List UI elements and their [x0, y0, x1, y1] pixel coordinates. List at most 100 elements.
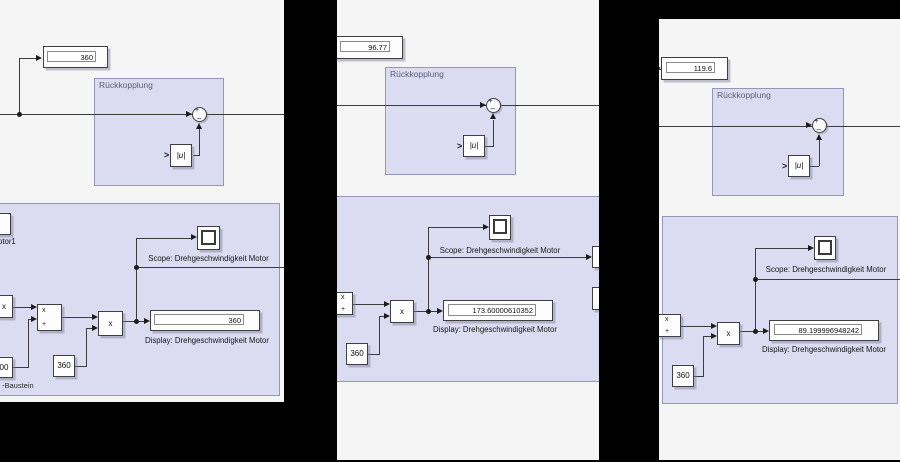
signal-wire[interactable]: [485, 145, 493, 147]
partial-block-right-bottom[interactable]: [592, 287, 599, 310]
signal-wire[interactable]: [754, 278, 900, 280]
abs-block[interactable]: |u| >: [457, 135, 485, 157]
signal-wire[interactable]: [353, 304, 384, 306]
scope-label: Scope: Drehgeschwindigkeit Motor: [148, 254, 269, 263]
constant-360-block[interactable]: 360: [672, 365, 694, 387]
signal-wire[interactable]: [703, 336, 711, 338]
sum-xplus-block[interactable]: x +: [337, 292, 353, 315]
scope-block[interactable]: [197, 226, 220, 250]
sum-xplus-block[interactable]: x +: [37, 304, 62, 331]
display-value-field: 96.77: [340, 41, 390, 52]
sum-plus-sign: +: [814, 118, 819, 125]
arrowhead-icon: [585, 253, 592, 260]
edge-product-block[interactable]: x: [0, 295, 13, 318]
signal-wire[interactable]: [28, 319, 30, 368]
signal-wire[interactable]: [379, 316, 381, 355]
signal-wire[interactable]: [337, 105, 599, 107]
signal-wire[interactable]: [86, 328, 93, 330]
signal-wire[interactable]: [368, 354, 380, 356]
display-block-top[interactable]: 119.6: [661, 57, 728, 80]
signal-wire[interactable]: [427, 227, 483, 229]
feedback-region[interactable]: [94, 78, 224, 186]
partial-constant-block[interactable]: 00: [0, 357, 13, 378]
signal-wire[interactable]: [75, 366, 87, 368]
sum-block[interactable]: + –: [485, 97, 501, 113]
signal-wire[interactable]: [427, 227, 429, 312]
signal-wire[interactable]: [136, 237, 138, 322]
signal-wire[interactable]: [492, 119, 494, 147]
arrowhead-icon: [186, 110, 192, 117]
signal-wire[interactable]: [13, 367, 29, 369]
signal-wire[interactable]: [754, 248, 809, 250]
signal-wire[interactable]: [136, 267, 284, 269]
scope-block[interactable]: [489, 215, 511, 240]
signal-wire[interactable]: [86, 328, 88, 367]
arrowhead-icon: [144, 317, 150, 324]
display-label: Display: Drehgeschwindigkeit Motor: [762, 345, 886, 354]
signal-wire[interactable]: [740, 331, 763, 333]
abs-block[interactable]: |u| >: [164, 144, 192, 167]
signal-wire[interactable]: [810, 165, 819, 167]
signal-wire[interactable]: [659, 125, 900, 127]
signal-wire[interactable]: [62, 317, 93, 319]
port-label-plus: +: [42, 321, 47, 328]
input-port-chevron-icon: >: [164, 150, 170, 160]
signal-wire[interactable]: [19, 58, 36, 60]
scope-label: Scope: Drehgeschwindigkeit Motor: [439, 246, 561, 255]
wire-junction: [752, 329, 758, 334]
arrowhead-icon: [437, 307, 443, 314]
constant-360-value: 360: [350, 349, 364, 359]
feedback-region[interactable]: [712, 88, 844, 196]
signal-wire[interactable]: [681, 326, 711, 328]
product-block[interactable]: x: [98, 311, 123, 336]
sum-xplus-block[interactable]: x +: [659, 314, 681, 337]
signal-wire[interactable]: [19, 58, 21, 114]
model-region[interactable]: [662, 216, 898, 404]
signal-wire[interactable]: [754, 248, 756, 331]
display-block[interactable]: 173.60000610352: [443, 300, 553, 321]
input-port-chevron-icon: >: [457, 140, 463, 151]
signal-wire[interactable]: [379, 316, 384, 318]
signal-wire[interactable]: [199, 129, 201, 156]
feedback-region[interactable]: [385, 67, 516, 175]
simulink-panel-middle: 96.77 Rückkopplung + – |u| > Scope: Dreh…: [337, 0, 599, 460]
signal-wire[interactable]: [136, 237, 191, 239]
display-block[interactable]: 89.199996948242: [769, 320, 879, 341]
constant-360-block[interactable]: 360: [346, 343, 368, 365]
constant-360-block[interactable]: 360: [53, 355, 75, 377]
arrowhead-icon: [808, 244, 814, 251]
abs-block-label: |u|: [794, 161, 804, 171]
signal-wire[interactable]: [13, 307, 32, 309]
scope-block[interactable]: [814, 236, 836, 260]
wire-junction: [17, 112, 22, 117]
partial-block-right-top[interactable]: [592, 246, 599, 268]
display-block-top[interactable]: 96.77: [337, 36, 403, 59]
sum-block[interactable]: + –: [192, 107, 207, 123]
signal-wire[interactable]: [694, 376, 704, 378]
feedback-region-label: Rückkopplung: [390, 69, 444, 79]
model-region[interactable]: [0, 203, 280, 396]
signal-wire[interactable]: [28, 319, 32, 321]
partial-constant-value: 00: [0, 362, 9, 372]
signal-wire[interactable]: [818, 140, 820, 166]
product-block[interactable]: x: [390, 300, 414, 323]
signal-wire[interactable]: [703, 336, 705, 377]
abs-block[interactable]: |u| >: [782, 155, 810, 177]
product-block[interactable]: x: [717, 322, 740, 345]
signal-wire[interactable]: [427, 257, 586, 259]
signal-wire[interactable]: [193, 155, 200, 157]
signal-wire[interactable]: [0, 114, 284, 116]
product-block-label: x: [108, 318, 113, 328]
port-label-plus: +: [665, 328, 670, 335]
scope-screen-icon: [818, 240, 832, 255]
display-block-top[interactable]: 360: [43, 46, 108, 68]
display-block[interactable]: 360: [150, 310, 260, 331]
sum-block[interactable]: + –: [811, 118, 827, 134]
display-value-field: 89.199996948242: [774, 324, 862, 335]
display-label: Display: Drehgeschwindigkeit Motor: [145, 336, 269, 345]
partial-source-block[interactable]: [0, 213, 11, 235]
edge-product-label: x: [2, 301, 6, 311]
model-region-caption: -Baustein: [2, 381, 34, 390]
signal-wire[interactable]: [123, 321, 144, 323]
